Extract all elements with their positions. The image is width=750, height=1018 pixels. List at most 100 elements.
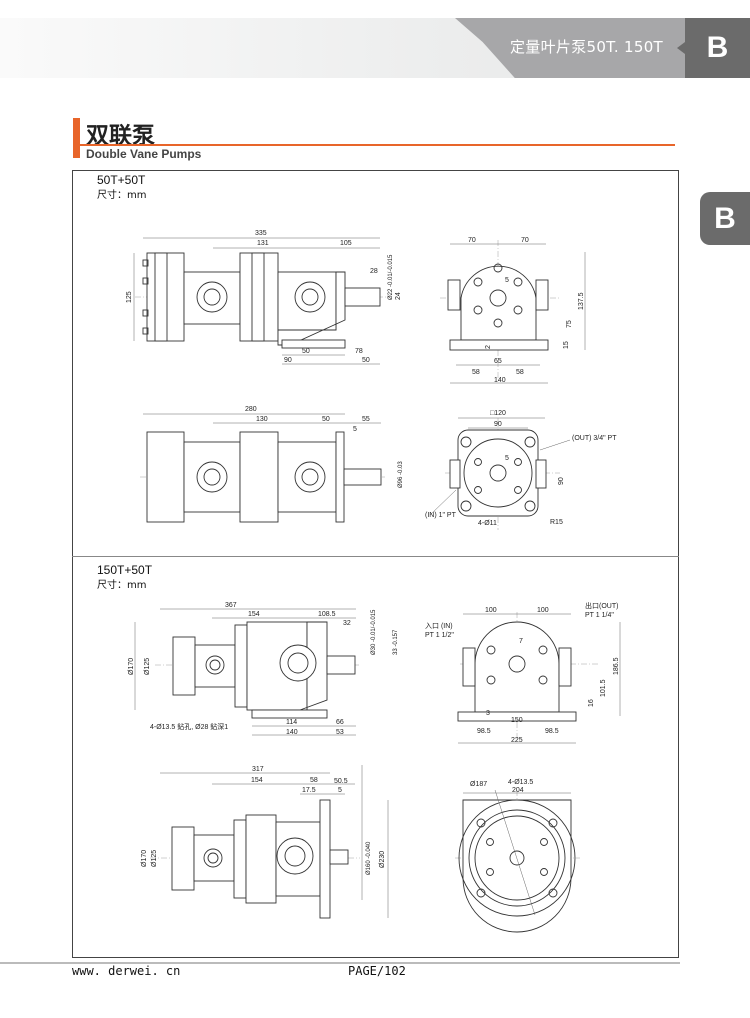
header-section-tab: B <box>685 18 750 78</box>
dim-label: Ø160 -0.040 <box>366 841 372 875</box>
drawing-50t-front-view: 70 70 137.5 75 15 2 65 58 58 140 5 <box>440 237 586 384</box>
drawing-150t-flange-front-view: Ø187 4-Ø13.5 204 <box>455 779 580 933</box>
dim-label: 66 <box>336 719 344 726</box>
drawing-150t50t-side-view: 367 154 108.5 32 Ø30 -0.01/-0.015 33 -0.… <box>128 602 399 736</box>
footer-website[interactable]: www. derwei. cn <box>72 964 181 978</box>
dim-label: 204 <box>512 787 524 794</box>
footer-page-number: PAGE/102 <box>348 964 406 978</box>
dim-label: 53 <box>336 729 344 736</box>
dim-label: 98.5 <box>477 728 491 735</box>
dim-label: 154 <box>251 777 263 784</box>
dim-label: 75 <box>566 320 573 328</box>
dim-label: 28 <box>370 268 378 275</box>
dim-label: 3 <box>486 710 490 717</box>
drawing-50t-flange-front-view: □120 90 (OUT) 3/4" PT 90 5 (IN) 1" PT 4-… <box>425 410 617 530</box>
drawing-frame <box>72 170 679 958</box>
dim-label: 70 <box>521 237 529 244</box>
dim-label: □120 <box>490 410 506 417</box>
dim-label: 137.5 <box>578 292 585 310</box>
dim-label: Ø30 -0.01/-0.015 <box>371 609 377 655</box>
dim-label: 50 <box>302 348 310 355</box>
drawing-50t50t-flange-side-view: 280 130 50 55 5 Ø96 -0.03 <box>140 406 404 523</box>
drawing-150t50t-flange-side-view: 317 154 58 50.5 17.5 5 Ø170 Ø125 Ø160 -0… <box>141 765 389 919</box>
dim-label: Ø22 -0.01/-0.015 <box>388 254 394 300</box>
dim-label: Ø170 <box>128 658 135 675</box>
dim-label: 108.5 <box>318 611 336 618</box>
dim-label: 58 <box>516 369 524 376</box>
dim-label: 225 <box>511 737 523 744</box>
dim-label: 65 <box>494 358 502 365</box>
dim-label: 317 <box>252 766 264 773</box>
dim-label: 125 <box>126 291 133 303</box>
dim-label: 186.5 <box>613 657 620 675</box>
model-title-150t-50t: 150T+50T <box>97 563 153 577</box>
dim-label: 33 -0.157 <box>393 629 399 655</box>
dim-label: 98.5 <box>545 728 559 735</box>
dim-label: 90 <box>494 421 502 428</box>
dim-label: 335 <box>255 230 267 237</box>
dim-label: 50 <box>322 416 330 423</box>
dim-label: 90 <box>558 477 565 485</box>
dim-label: (IN) 1" PT <box>425 512 457 519</box>
drawing-150t-front-view: 100 100 入口 (IN) PT 1 1/2" 出口(OUT) PT 1 1… <box>425 601 621 744</box>
drawing-50t50t-side-view: 335 131 105 28 Ø22 -0.01/-0.015 24 125 5… <box>126 230 402 365</box>
unit-label: 尺寸：mm <box>97 580 147 591</box>
dim-label: 5 <box>505 455 509 462</box>
dim-label: 出口(OUT) <box>585 601 618 610</box>
dim-label: 150 <box>511 717 523 724</box>
unit-label: 尺寸：mm <box>97 190 147 201</box>
dim-label: Ø125 <box>151 850 158 867</box>
side-section-tab[interactable]: B <box>700 192 750 245</box>
dim-label: 367 <box>225 602 237 609</box>
dim-label: Ø96 -0.03 <box>398 461 404 488</box>
dim-label: 5 <box>353 426 357 433</box>
dim-label: 58 <box>472 369 480 376</box>
dim-label: 4-Ø11 <box>478 520 497 527</box>
dim-label: 154 <box>248 611 260 618</box>
dim-label: 2 <box>485 345 492 349</box>
dim-label: 280 <box>245 406 257 413</box>
dim-label: 4-Ø13.5 <box>508 779 533 786</box>
dim-label: R15 <box>550 519 563 526</box>
dim-label: 15 <box>563 341 570 349</box>
dim-label: 55 <box>362 416 370 423</box>
header-title: 定量叶片泵50T. 150T <box>510 38 663 56</box>
dim-label: PT 1 1/2" <box>425 632 454 639</box>
dim-label: 7 <box>519 638 523 645</box>
dim-label: 50 <box>362 357 370 364</box>
title-underline <box>80 144 675 146</box>
section-divider <box>72 556 679 557</box>
dim-label: Ø125 <box>144 658 151 675</box>
header-notch <box>677 42 685 54</box>
dim-label: Ø230 <box>379 851 386 868</box>
dim-label: 32 <box>343 620 351 627</box>
dim-label: Ø187 <box>470 781 487 788</box>
dim-label: 140 <box>494 377 506 384</box>
dim-label: 50.5 <box>334 778 348 785</box>
dim-label: 100 <box>485 607 497 614</box>
dim-label: 5 <box>505 277 509 284</box>
dim-label: Ø170 <box>141 850 148 867</box>
dim-label: 114 <box>286 719 297 726</box>
dim-label: 17.5 <box>302 787 316 794</box>
footer-divider <box>0 962 680 964</box>
dim-label: 4-Ø13.5 鉆孔, Ø28 鉆深1 <box>150 722 228 731</box>
dim-label: 70 <box>468 237 476 244</box>
dim-label: 140 <box>286 729 298 736</box>
dim-label: 130 <box>256 416 268 423</box>
page-subtitle: Double Vane Pumps <box>86 147 202 161</box>
dim-label: 90 <box>284 357 292 364</box>
dim-label: 105 <box>340 240 352 247</box>
dim-label: 100 <box>537 607 549 614</box>
title-accent-bar <box>73 118 80 158</box>
dim-label: 5 <box>338 787 342 794</box>
dim-label: 16 <box>588 699 595 707</box>
dim-label: 24 <box>395 292 402 300</box>
dim-label: (OUT) 3/4" PT <box>572 435 617 442</box>
dim-label: 131 <box>257 240 269 247</box>
dim-label: 78 <box>355 348 363 355</box>
model-title-50t-50t: 50T+50T <box>97 173 146 187</box>
dim-label: PT 1 1/4" <box>585 612 614 619</box>
dim-label: 入口 (IN) <box>425 622 453 630</box>
